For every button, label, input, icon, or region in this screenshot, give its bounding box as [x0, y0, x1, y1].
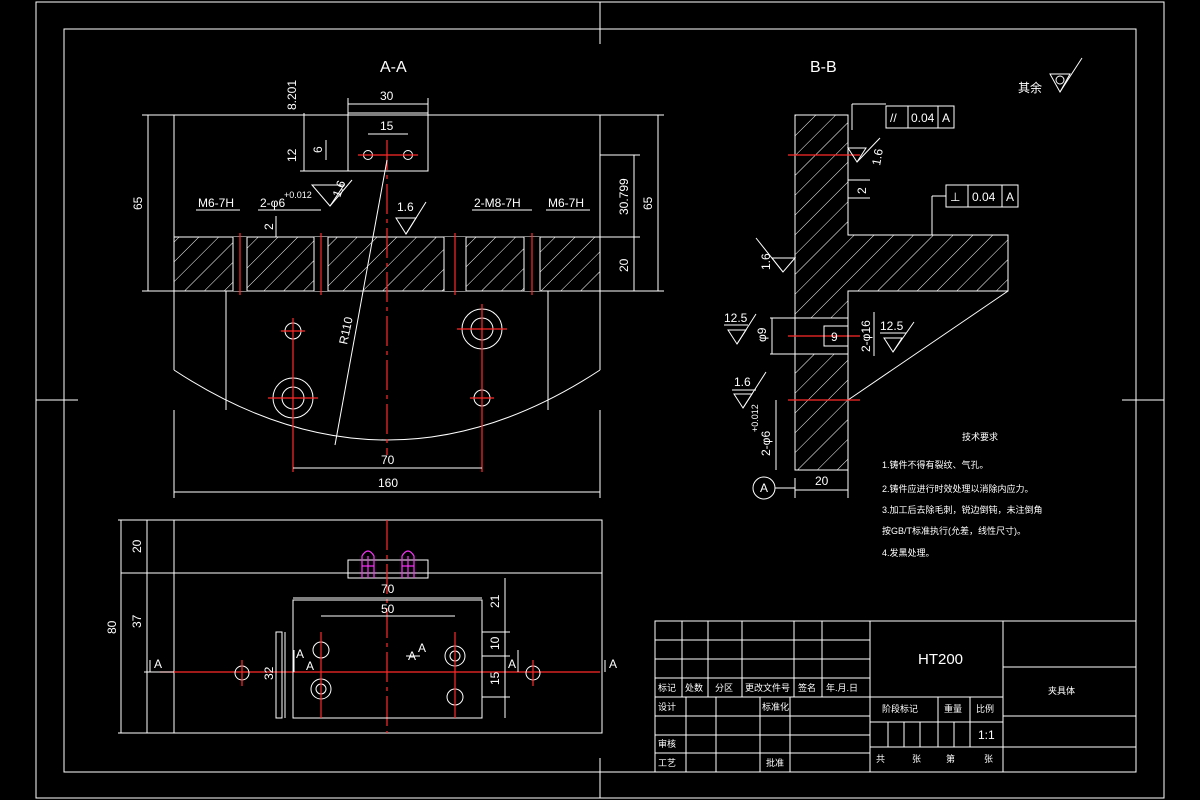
- bb-roughness-125b: 12.5: [880, 319, 904, 333]
- technical-notes: 技术要求 1.铸件不得有裂纹、气孔。 2.铸件应进行时效处理以消除内应力。 3.…: [882, 431, 1043, 558]
- top-dim-32: 32: [262, 666, 276, 680]
- tb-scale: 比例: [976, 703, 994, 714]
- tol-perp-val: 0.04: [972, 190, 996, 204]
- bb-phi6: 2-φ6: [759, 431, 773, 456]
- surface-finish-mark: 其余: [1018, 57, 1083, 95]
- bb-phi9: φ9: [755, 327, 769, 342]
- top-dim-70: 70: [381, 582, 395, 596]
- dim-6: 6: [311, 146, 325, 153]
- top-view: 20 37 80 32 70 50 21 10 15 A A A A A A A: [105, 519, 617, 734]
- bb-roughness-16a: 1.6: [869, 147, 886, 166]
- tb-zone: 分区: [715, 683, 733, 693]
- tb-stage: 阶段标记: [882, 703, 918, 714]
- dim-160: 160: [378, 476, 398, 490]
- tol-parallel-ref: A: [942, 111, 950, 125]
- dim-15: 15: [380, 119, 394, 133]
- tb-doc: 更改文件号: [745, 682, 790, 693]
- top-dim-21: 21: [488, 594, 502, 608]
- dim-65-right: 65: [641, 196, 655, 210]
- marker-a2: A: [296, 647, 304, 661]
- note-3: 3.加工后去除毛刺，锐边倒钝，未注倒角: [882, 504, 1043, 515]
- tb-sheets-a: 张: [912, 754, 921, 764]
- dim-2: 2: [262, 223, 276, 230]
- marker-a4: A: [408, 649, 416, 663]
- marker-a5: A: [418, 641, 426, 655]
- callout-tolerance: +0.012: [284, 190, 312, 200]
- title-block: HT200 夹具体 标记 处数 分区 更改文件号 签名 年.月.日 设计 标准化…: [654, 620, 1137, 773]
- bb-roughness-125a: 12.5: [724, 311, 748, 325]
- tb-mark: 标记: [658, 682, 676, 693]
- marker-a1: A: [154, 657, 162, 671]
- dim-30: 30: [380, 89, 394, 103]
- tb-check: 审核: [658, 738, 676, 749]
- tb-process: 工艺: [658, 758, 676, 768]
- tol-perp-ref: A: [1006, 190, 1014, 204]
- top-dim-50: 50: [381, 602, 395, 616]
- bb-dim-9: 9: [831, 330, 838, 344]
- callout-m6-right: M6-7H: [548, 196, 584, 210]
- tb-sheet-no: 第: [946, 753, 955, 764]
- dim-30799: 30.799: [617, 178, 631, 215]
- material-label: HT200: [918, 651, 963, 668]
- note-2: 2.铸件应进行时效处理以消除内应力。: [882, 483, 1034, 494]
- section-bb-view: B-B // 0.04 A ⊥ 0.04 A 1.6 2 1: [724, 59, 1019, 500]
- note-1: 1.铸件不得有裂纹、气孔。: [882, 459, 989, 470]
- top-dim-15: 15: [488, 671, 502, 685]
- dim-r110: R110: [336, 315, 356, 345]
- note-4: 按GB/T标准执行(允差，线性尺寸)。: [882, 525, 1026, 536]
- section-aa-label: A-A: [380, 59, 407, 76]
- tb-total: 共: [876, 754, 885, 764]
- part-name: 夹具体: [1048, 685, 1075, 696]
- tb-count: 处数: [685, 682, 703, 693]
- section-bb-label: B-B: [810, 59, 837, 76]
- top-dim-10: 10: [488, 636, 502, 650]
- marker-a6: A: [508, 657, 516, 671]
- tb-design: 设计: [658, 701, 676, 712]
- callout-2-m8: 2-M8-7H: [474, 196, 521, 210]
- dim-12: 12: [285, 148, 299, 162]
- notes-title: 技术要求: [962, 431, 998, 442]
- dim-70: 70: [381, 453, 395, 467]
- top-dim-20: 20: [130, 539, 144, 553]
- roughness-16b: 1.6: [397, 200, 414, 214]
- tol-parallel-val: 0.04: [911, 111, 935, 125]
- tb-scale-value: 1:1: [978, 728, 995, 742]
- bb-datum-a: A: [760, 481, 768, 495]
- bb-dim-2: 2: [855, 187, 869, 194]
- top-dim-37: 37: [130, 614, 144, 628]
- marker-a3: A: [306, 659, 314, 673]
- tol-parallel-sym: //: [890, 111, 897, 125]
- dim-65-left: 65: [131, 196, 145, 210]
- tb-weight: 重量: [944, 703, 962, 714]
- tb-approve: 批准: [766, 757, 784, 768]
- top-dim-80: 80: [105, 620, 119, 634]
- section-aa-view: A-A: [131, 59, 664, 498]
- callout-2-phi6: 2-φ6: [260, 196, 285, 210]
- tb-sign: 签名: [798, 682, 816, 693]
- bb-phi16: 2-φ16: [859, 320, 873, 352]
- tb-standard: 标准化: [762, 701, 789, 712]
- bb-tolerance: +0.012: [750, 404, 760, 432]
- tol-perp-sym: ⊥: [950, 190, 960, 204]
- note-5: 4.发黑处理。: [882, 547, 935, 558]
- surface-finish-label: 其余: [1018, 80, 1042, 95]
- dim-20: 20: [617, 258, 631, 272]
- tb-sheets-b: 张: [984, 754, 993, 764]
- dim-8201: 8.201: [285, 80, 299, 110]
- bb-roughness-16b: 1.6: [759, 253, 773, 270]
- marker-a7: A: [609, 657, 617, 671]
- roughness-16a: 1.6: [330, 178, 349, 199]
- sheet-frame: [35, 1, 1165, 799]
- tb-date: 年.月.日: [826, 682, 858, 693]
- bb-dim-20: 20: [815, 474, 829, 488]
- bb-roughness-16c: 1.6: [734, 375, 751, 389]
- callout-m6-left: M6-7H: [198, 196, 234, 210]
